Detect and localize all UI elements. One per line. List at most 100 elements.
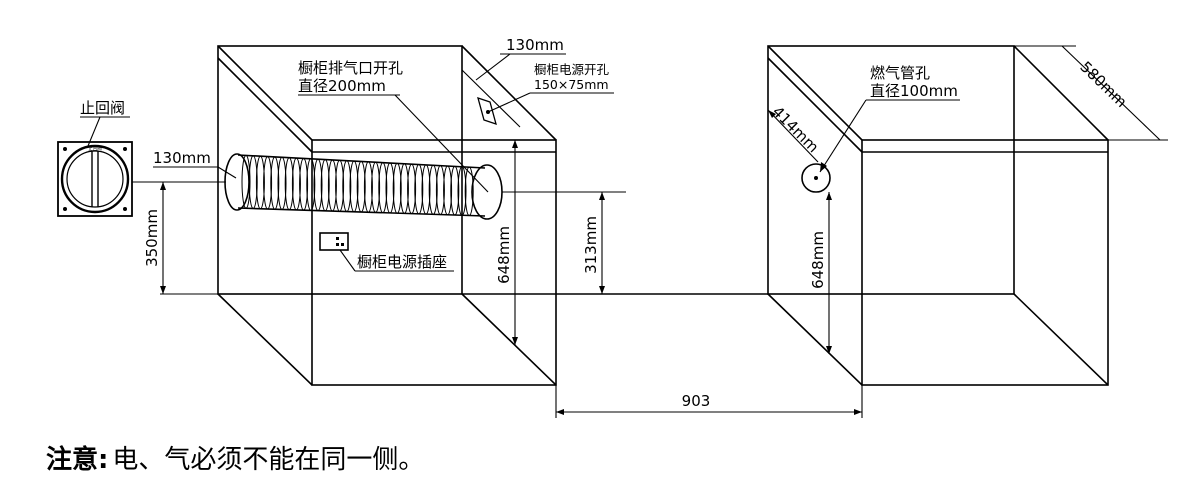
left-cabinet-edge-tl [217,45,313,141]
right-cabinet-edge-bl [767,293,863,386]
duct-rib [270,156,280,210]
duct-rib [414,164,424,215]
duct-rib [450,165,460,216]
gas-hole-leader-arrow [820,162,827,172]
duct-rib [299,158,309,211]
duct-rib [241,154,251,209]
duct-rib [421,164,431,215]
left-cabinet-front-face [311,139,557,386]
left-cabinet-back-face [217,45,463,295]
right-cabinet-front-face [861,139,1109,386]
dim-648-left-arrow-top [512,140,518,148]
note-title: 注意: [46,444,108,475]
dim-350-arrow-bottom [160,286,166,294]
power-socket-pin3 [341,243,344,246]
check-valve-screw-br [123,207,127,211]
power-socket-pin1 [336,237,339,240]
check-valve-screw-bl [63,207,67,211]
check-valve-face-text: 止回阀 [88,145,102,152]
dim-648-left-arrow-bottom [512,337,518,345]
dim-414-text: 414mm [769,103,823,157]
power-socket-body [319,232,349,251]
duct-rib [306,158,316,211]
gas-hole-label-line1: 燃气管孔 [870,64,930,82]
exhaust-hole-leader [394,94,489,193]
duct-rib [291,157,301,211]
duct-rib [356,160,366,213]
duct-rib [349,160,359,213]
duct-rib [335,159,345,212]
dim-580-line [1061,45,1161,141]
duct-left-end [224,153,250,211]
duct-rib [277,156,287,210]
right-cabinet-top-thickness [767,57,863,153]
duct-rib [407,163,417,215]
check-valve-leader [87,116,101,147]
duct-rib [255,155,265,210]
duct-rib [378,162,388,214]
power-hole-label-line2: 150×75mm [534,77,609,92]
check-valve-screw-tl [63,147,67,151]
right-cabinet-edge-tr [1013,45,1109,141]
check-valve: 止回阀 止回阀 [57,99,133,217]
left-cabinet-edge-tr [461,45,557,141]
dim-648-right-text: 648mm [809,231,827,289]
duct-rib [385,162,395,214]
gas-hole-label-line2: 直径100mm [870,82,958,100]
duct-rib [464,166,474,217]
right-cabinet-back-face [767,45,1015,295]
duct-rib [363,161,373,213]
dim-903-arrow-right [854,409,862,415]
dim-903-text: 903 [682,392,711,410]
dim-414-arrow [768,110,776,118]
valve-dim-leader [217,166,237,179]
duct-rib [392,162,402,214]
right-cabinet [767,45,1109,386]
dim-648-right-arrow-top [826,192,832,200]
power-hole-offset-ref-line [461,69,521,128]
duct-rib [371,161,381,213]
duct-right-end [471,164,503,220]
duct-rib [342,160,352,213]
left-cabinet [217,45,557,386]
note-body: 电、气必须不能在同一侧。 [112,445,424,475]
power-hole-offset-dim: 130mm [506,36,564,54]
power-hole-label-line1: 橱柜电源开孔 [534,62,610,77]
power-socket [319,232,349,251]
exhaust-hole-label-line2: 直径200mm [298,77,386,95]
duct-rib [313,158,323,212]
power-socket-pin2 [336,243,339,246]
duct-rib [248,155,258,209]
dim-313-arrow-bottom [599,286,605,294]
dim-414-line [767,109,819,163]
dim-350-text: 350mm [143,209,161,267]
duct-rib [457,166,467,216]
duct-rib [435,165,445,216]
dim-313-arrow-top [599,192,605,200]
left-cabinet-edge-br [461,293,557,386]
duct-rib [320,159,330,212]
dim-580-text: 580mm [1076,58,1130,111]
duct-rib [428,164,438,215]
dim-648-left-text: 648mm [495,226,513,284]
check-valve-label: 止回阀 [80,99,125,117]
dim-903-arrow-left [556,409,564,415]
gas-hole-leader [819,99,867,173]
socket-label: 橱柜电源插座 [357,253,447,271]
exhaust-hole-label-line1: 橱柜排气口开孔 [298,59,403,77]
note: 注意:电、气必须不能在同一侧。 [46,444,424,475]
check-valve-screw-tr [123,147,127,151]
duct-rib [284,157,294,211]
power-hole-leader [487,92,531,113]
left-cabinet-edge-bl [217,293,313,386]
duct-rib [443,165,453,216]
duct-rib [399,163,409,214]
valve-diameter-dim: 130mm [153,149,211,167]
right-cabinet-edge-tl [767,45,863,141]
gas-pipe-hole-center [814,176,818,180]
check-valve-inner-ring [66,150,124,208]
right-cabinet-edge-br [1013,293,1109,386]
socket-leader [339,249,356,272]
